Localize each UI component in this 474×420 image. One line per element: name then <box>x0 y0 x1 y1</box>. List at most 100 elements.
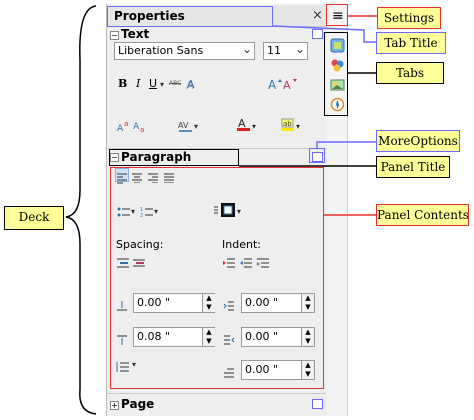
hanging-indent-button[interactable] <box>256 255 270 274</box>
decrease-spacing-button[interactable] <box>132 255 146 274</box>
svg-text:2: 2 <box>140 213 143 219</box>
page-panel-expand-icon[interactable]: + <box>110 401 119 410</box>
first-line-indent-field[interactable]: 0.00 " <box>241 360 315 380</box>
bullet-list-button[interactable] <box>117 204 131 223</box>
more-options-highlight <box>309 148 325 163</box>
text-panel-more-options-button[interactable] <box>312 29 323 39</box>
align-right-icon <box>148 173 158 184</box>
increase-spacing-button[interactable] <box>116 255 130 274</box>
bullet-list-dropdown-icon[interactable]: ▾ <box>131 207 136 216</box>
settings-highlight <box>326 4 348 26</box>
italic-button[interactable]: I <box>136 77 141 90</box>
numbered-list-dropdown-icon[interactable]: ▾ <box>154 207 159 216</box>
indent-after-spinner[interactable]: ▲▼ <box>301 328 314 346</box>
tab-navigator[interactable] <box>330 97 345 112</box>
panel-title-callout: Panel Title <box>376 156 450 178</box>
properties-icon <box>330 38 345 53</box>
sidebar-settings-button[interactable]: ≡ <box>328 7 346 25</box>
increase-font-button[interactable]: A <box>268 76 282 95</box>
settings-callout: Settings <box>377 7 441 29</box>
indent-after-field[interactable]: 0.00 " <box>241 327 315 347</box>
align-justify-button[interactable] <box>163 168 175 187</box>
svg-text:a: a <box>140 126 144 133</box>
hanging-indent-icon <box>257 258 269 268</box>
spacing-label: Spacing: <box>116 238 164 251</box>
underline-button[interactable]: U <box>149 77 158 90</box>
increase-indent-button[interactable] <box>222 255 236 274</box>
line-spacing-icon <box>116 362 129 372</box>
spacing-above-icon <box>116 297 128 316</box>
first-line-indent-icon <box>223 364 235 383</box>
highlight-color-button[interactable]: ab <box>281 117 295 136</box>
decrease-indent-button[interactable] <box>239 255 253 274</box>
text-panel-collapse-icon[interactable]: − <box>110 31 119 40</box>
panel-contents-highlight <box>110 167 324 389</box>
bullet-list-icon <box>117 207 130 217</box>
more-options-callout: MoreOptions <box>376 130 460 152</box>
page-panel-more-options-button[interactable] <box>312 399 323 409</box>
paragraph-background-button[interactable] <box>213 202 237 222</box>
paragraph-panel-more-options-button[interactable] <box>312 152 323 162</box>
deck-callout: Deck <box>4 206 64 230</box>
increase-spacing-icon <box>117 258 129 268</box>
background-dropdown-icon[interactable]: ▾ <box>237 207 242 216</box>
shadow-text-icon: AA <box>186 78 195 92</box>
tab-properties[interactable] <box>330 38 345 53</box>
increase-indent-icon <box>223 258 235 268</box>
deck-title: Properties <box>114 9 185 23</box>
font-name-combo[interactable]: Liberation Sans <box>114 42 255 60</box>
align-left-icon <box>117 173 127 184</box>
paragraph-panel-collapse-icon[interactable]: − <box>110 153 119 162</box>
line-spacing-dropdown-icon[interactable]: ▾ <box>132 360 137 369</box>
tabs-callout: Tabs <box>376 62 444 84</box>
tab-styles[interactable] <box>330 58 345 73</box>
font-name-dropdown-icon[interactable]: ⌄ <box>242 42 253 56</box>
line-spacing-button[interactable] <box>116 358 130 377</box>
decrease-spacing-icon <box>133 259 145 267</box>
panel-contents-callout: Panel Contents <box>376 204 469 226</box>
strikethrough-button[interactable]: ABC <box>169 80 182 87</box>
page-panel-separator <box>107 393 326 394</box>
panel-title-highlight <box>109 149 239 166</box>
indent-after-value: 0.00 " <box>245 330 279 343</box>
indent-label: Indent: <box>222 238 261 251</box>
font-size-combo[interactable]: 11 <box>263 42 308 60</box>
spacing-above-spinner[interactable]: ▲▼ <box>202 294 215 312</box>
indent-before-spinner[interactable]: ▲▼ <box>301 294 314 312</box>
svg-text:a: a <box>124 120 128 128</box>
spacing-below-spinner[interactable]: ▲▼ <box>202 328 215 346</box>
text-panel-title: Text <box>121 27 150 41</box>
tabs-highlight <box>324 32 348 116</box>
bold-button[interactable]: B <box>118 77 128 90</box>
align-center-icon <box>132 173 142 184</box>
font-color-dropdown-icon[interactable]: ▾ <box>252 122 257 131</box>
styles-icon <box>331 59 344 72</box>
character-spacing-dropdown-icon[interactable]: ▾ <box>194 122 199 131</box>
decrease-font-button[interactable]: A <box>283 76 297 95</box>
align-left-button[interactable] <box>115 168 129 184</box>
font-color-button[interactable]: A <box>237 117 251 136</box>
align-center-button[interactable] <box>131 168 143 187</box>
underline-dropdown-icon[interactable]: ▾ <box>160 80 165 89</box>
svg-text:A: A <box>283 79 291 91</box>
paragraph-panel-title: Paragraph <box>121 150 192 164</box>
highlight-icon: ab <box>281 118 294 131</box>
align-right-button[interactable] <box>147 168 159 187</box>
spacing-below-field[interactable]: 0.08 " <box>133 327 215 347</box>
menu-icon: ≡ <box>332 8 344 24</box>
first-line-indent-spinner[interactable]: ▲▼ <box>301 361 314 379</box>
decrease-font-icon: A <box>283 79 297 92</box>
font-size-dropdown-icon[interactable]: ⌄ <box>295 42 306 56</box>
character-spacing-button[interactable]: AV <box>178 118 194 137</box>
character-spacing-icon: AV <box>178 121 192 132</box>
highlight-dropdown-icon[interactable]: ▾ <box>296 122 301 131</box>
increase-font-icon: A <box>268 78 282 92</box>
close-deck-button[interactable]: × <box>312 8 323 23</box>
tab-gallery[interactable] <box>330 78 345 93</box>
indent-before-field[interactable]: 0.00 " <box>241 293 315 313</box>
